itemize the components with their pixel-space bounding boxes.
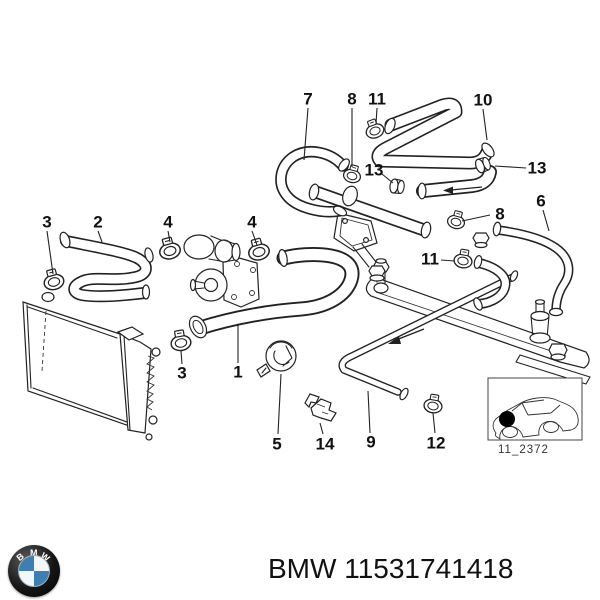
bmw-roundel-quarters (18, 555, 50, 587)
leader-line (494, 165, 527, 169)
location-inset: 11_2372 (487, 377, 583, 456)
hose-clamp-3a (40, 266, 67, 293)
leader-line (482, 108, 488, 141)
inset-caption: 11_2372 (498, 444, 549, 456)
water-pump (183, 234, 260, 308)
cooling-diagram: 11_2372 3 2 4 4 7 8 11 10 13 13 6 8 11 3 1 5 14 9 12 (22, 90, 591, 456)
callout-14: 14 (316, 435, 335, 454)
part-number: 11531741418 (344, 553, 514, 584)
radiator (22, 291, 161, 441)
short-hose (473, 255, 511, 311)
hose-flange-5 (256, 340, 297, 378)
leader-line (381, 173, 394, 184)
callout-8: 8 (495, 205, 504, 224)
brand-label: BMW (268, 553, 337, 584)
callout-11: 11 (421, 250, 439, 269)
water-hose-6 (492, 221, 574, 317)
leader-line (461, 214, 491, 222)
hose-clamp-3b (168, 328, 193, 353)
callout-3: 3 (42, 213, 51, 232)
leader-line (440, 259, 456, 262)
leader-line (375, 107, 378, 125)
callout-1: 1 (233, 363, 242, 382)
leader-line (542, 209, 550, 232)
leader-line (97, 230, 103, 243)
hose-clamp-12 (422, 392, 445, 415)
car-outline (492, 397, 579, 441)
water-hose-7 (275, 146, 350, 218)
leader-line (251, 230, 258, 246)
callout-5: 5 (272, 435, 281, 454)
location-dot (499, 411, 515, 427)
water-hose-2 (59, 231, 154, 303)
hose-sleeve-13a (388, 177, 406, 195)
callout-9: 9 (366, 433, 375, 452)
callout-12: 12 (427, 434, 446, 453)
callout-13: 13 (528, 159, 547, 178)
callout-4: 4 (247, 213, 257, 232)
leader-line (46, 230, 54, 275)
callout-3: 3 (177, 364, 186, 383)
part-number-text: BMW 11531741418 (268, 553, 513, 585)
callout-8: 8 (347, 90, 356, 109)
logo-letter-m: M (30, 548, 38, 558)
leader-line (319, 422, 324, 435)
leader-line (180, 350, 183, 365)
callout-7: 7 (303, 90, 312, 109)
hose-clamp-4b (244, 235, 272, 263)
hose-clamp-11b (452, 247, 475, 270)
flow-arrow (388, 328, 425, 344)
callout-6: 6 (536, 192, 545, 211)
leader-line (432, 412, 436, 434)
water-pipe-9 (338, 270, 519, 401)
hose-clamp-8b (445, 208, 468, 232)
bmw-logo: B M W (8, 545, 60, 597)
flow-arrow (443, 186, 483, 194)
retaining-clip-14 (304, 393, 337, 422)
callout-2: 2 (93, 213, 102, 232)
callout-4: 4 (163, 213, 173, 232)
leader-line (167, 230, 171, 243)
callout-10: 10 (474, 91, 493, 110)
leader-line (277, 373, 282, 435)
support-rail (365, 258, 591, 385)
water-hose-1 (188, 247, 360, 339)
hose-clamp-11a (361, 116, 387, 142)
callout-11: 11 (368, 90, 386, 109)
callout-13: 13 (365, 161, 384, 180)
callout-layer: 3 2 4 4 7 8 11 10 13 13 6 8 11 3 1 5 14 9 12 (42, 90, 550, 454)
leader-line (303, 107, 309, 161)
leader-line (367, 390, 371, 434)
thermostat-housing (308, 183, 490, 282)
